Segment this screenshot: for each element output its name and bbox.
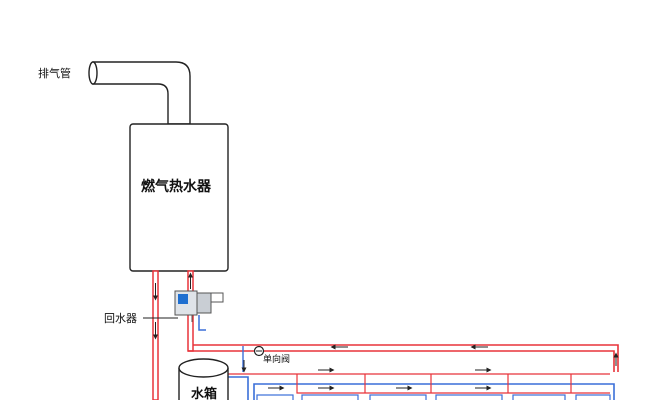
check-valve-icon bbox=[253, 345, 265, 357]
cold-water-loop bbox=[228, 346, 615, 400]
check-valve-label: 单向阀 bbox=[263, 355, 291, 365]
hot-water-loop bbox=[188, 344, 619, 372]
water-return-unit-icon bbox=[143, 290, 224, 331]
water-return-unit-label: 回水器 bbox=[104, 312, 137, 325]
water-tank-icon bbox=[178, 358, 229, 400]
radiator-row bbox=[256, 394, 611, 400]
water-tank-label: 水箱 bbox=[191, 387, 218, 402]
water-heater-icon bbox=[129, 123, 229, 272]
water-heater-label: 燃气热水器 bbox=[141, 179, 211, 195]
exhaust-pipe-icon bbox=[88, 61, 191, 125]
exhaust-pipe-label: 排气管 bbox=[38, 67, 71, 80]
